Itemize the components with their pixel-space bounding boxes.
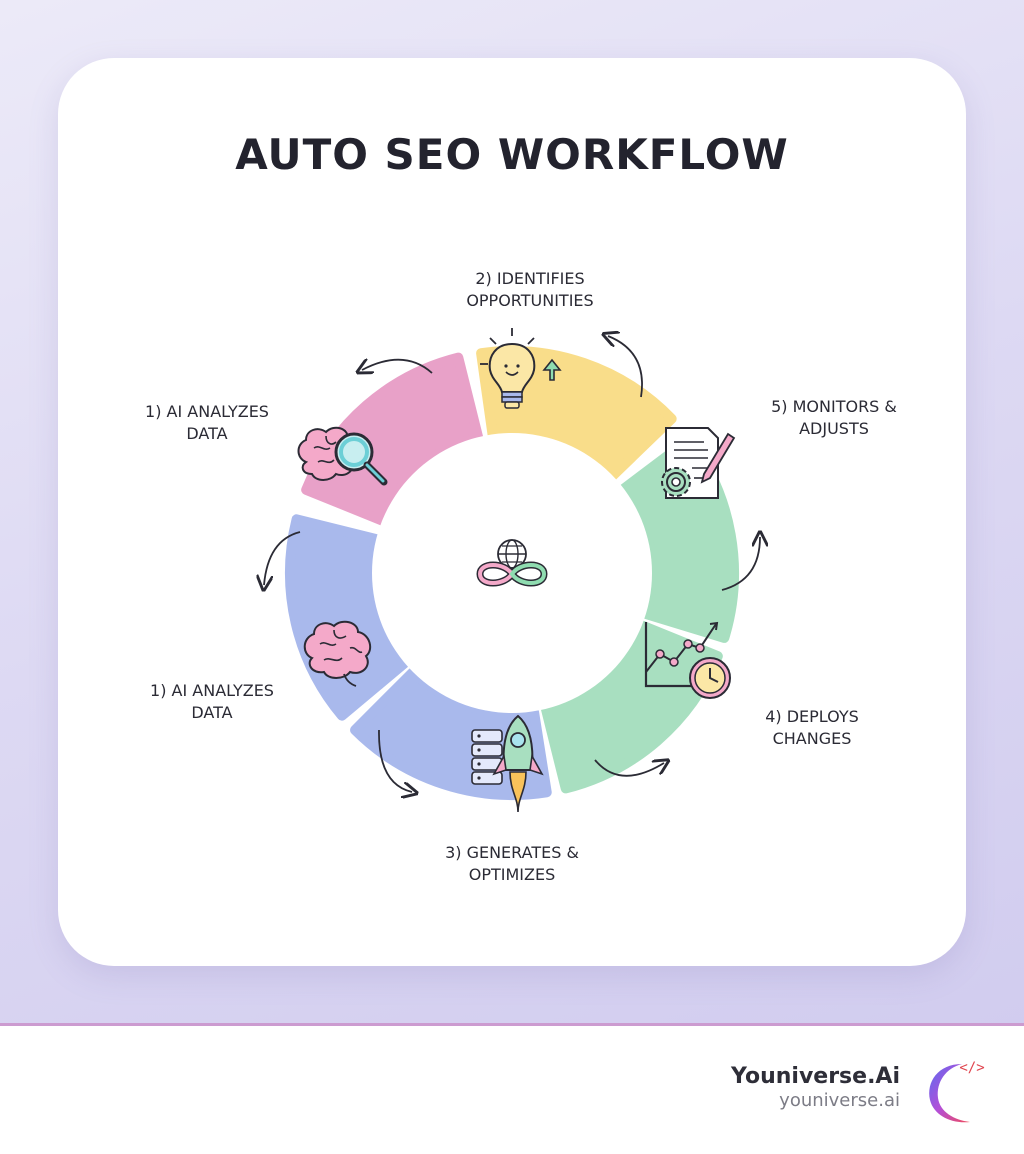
step-label-line: 4) DEPLOYS	[765, 707, 859, 726]
arrow-to-step-1	[362, 360, 433, 373]
arrow-to-step-3	[378, 729, 412, 792]
brand-name: Youniverse.Ai	[731, 1064, 900, 1089]
arrow-to-step-5	[721, 537, 760, 591]
chart-clock-icon	[644, 621, 731, 699]
footer-divider	[0, 1023, 1024, 1026]
step-label-line: 2) IDENTIFIES	[475, 269, 585, 288]
arrow-to-step-4	[594, 760, 664, 777]
step-label-line: DATA	[186, 424, 228, 443]
brain-magnifier-icon	[297, 426, 388, 486]
globe-infinity-icon	[476, 539, 548, 587]
step-label-4-deploys-changes: 4) DEPLOYS CHANGES	[765, 706, 859, 750]
step-label-2-identifies-opportunities: 2) IDENTIFIES OPPORTUNITIES	[466, 268, 593, 312]
page-title: AUTO SEO WORKFLOW	[235, 130, 789, 179]
step-label-1-analyzes-data: 1) AI ANALYZES DATA	[145, 401, 269, 445]
rocket-server-icon	[471, 714, 544, 813]
arrow-to-step-2	[608, 336, 643, 398]
step-label-line: 1) AI ANALYZES	[150, 681, 274, 700]
brain-icon	[303, 620, 372, 687]
brand-logo: </>	[929, 1060, 985, 1123]
footer	[0, 1026, 1024, 1154]
flow-arrows	[264, 336, 760, 792]
step-label-3-generates-optimizes: 3) GENERATES & OPTIMIZES	[445, 842, 579, 886]
step-label-line: 5) MONITORS &	[771, 397, 897, 416]
arrow-to-step-6	[264, 531, 301, 585]
step-label-line: CHANGES	[772, 729, 852, 748]
step-label-line: ADJUSTS	[799, 419, 869, 438]
step-label-line: 3) GENERATES &	[445, 843, 579, 862]
logo-code-glyph: </>	[959, 1060, 984, 1076]
step-label-line: 1) AI ANALYZES	[145, 402, 269, 421]
brand-url: youniverse.ai	[779, 1090, 900, 1111]
workflow-diagram	[0, 328, 1024, 813]
lightbulb-icon	[480, 328, 562, 409]
document-gear-icon	[661, 427, 736, 499]
step-label-line: OPPORTUNITIES	[466, 291, 594, 310]
step-label-5-monitors-adjusts: 5) MONITORS & ADJUSTS	[771, 396, 897, 440]
step-label-1-analyzes-data-lower: 1) AI ANALYZES DATA	[150, 680, 274, 724]
step-label-line: DATA	[191, 703, 233, 722]
step-label-line: OPTIMIZES	[468, 865, 556, 884]
